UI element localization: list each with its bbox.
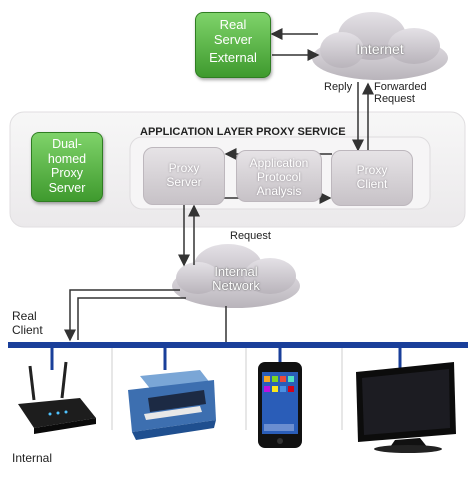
- internal-network-line2: Network: [212, 278, 260, 293]
- dual-homed-line4: Server: [48, 180, 86, 195]
- analysis-line3: Analysis: [256, 184, 302, 198]
- line-network-to-client-1: [64, 289, 180, 342]
- line-network-to-client-2: [77, 297, 186, 340]
- internet-label: Internet: [356, 41, 404, 57]
- real-server-line1: Real: [219, 17, 247, 32]
- proxy-client-box: Proxy Client: [331, 150, 413, 206]
- proxy-server-line1: Proxy: [168, 161, 200, 175]
- proxy-client-line2: Client: [356, 177, 388, 191]
- real-server-line3: External: [209, 50, 257, 65]
- wireless-router-icon: [18, 361, 96, 434]
- network-bus: [8, 342, 468, 348]
- dual-homed-proxy-box: Dual- homed Proxy Server: [31, 132, 103, 202]
- real-server-box: Real Server External: [195, 12, 271, 78]
- forwarded-request-label: Forwarded Request: [374, 81, 427, 105]
- service-title: APPLICATION LAYER PROXY SERVICE: [140, 126, 346, 138]
- monitor-icon: [356, 362, 456, 453]
- analysis-box: Application Protocol Analysis: [236, 150, 322, 202]
- real-client-line2: Client: [12, 323, 43, 337]
- proxy-server-line2: Server: [166, 175, 202, 189]
- dual-homed-line3: Proxy: [51, 166, 83, 180]
- forwarded-line2: Request: [374, 93, 415, 105]
- dual-homed-line2: homed: [47, 151, 87, 166]
- internal-network-label: Internal Network: [196, 265, 276, 293]
- analysis-line2: Protocol: [256, 170, 302, 184]
- proxy-server-box: Proxy Server: [143, 147, 225, 205]
- request-label: Request: [230, 230, 271, 242]
- internal-network-line1: Internal: [214, 264, 258, 279]
- dual-homed-line1: Dual-: [52, 137, 82, 151]
- real-client-line1: Real: [12, 309, 37, 323]
- real-client-label: Real Client: [12, 309, 43, 337]
- internal-label: Internal: [12, 451, 53, 465]
- printer-icon: [128, 370, 216, 440]
- internet-cloud: [312, 12, 448, 80]
- proxy-client-line1: Proxy: [356, 163, 388, 177]
- smartphone-icon: [258, 362, 302, 448]
- analysis-line1: Application: [249, 156, 309, 170]
- reply-label: Reply: [324, 81, 353, 93]
- internal-network-cloud: [172, 244, 300, 308]
- real-server-line2: Server: [213, 32, 253, 47]
- forwarded-line1: Forwarded: [374, 81, 427, 93]
